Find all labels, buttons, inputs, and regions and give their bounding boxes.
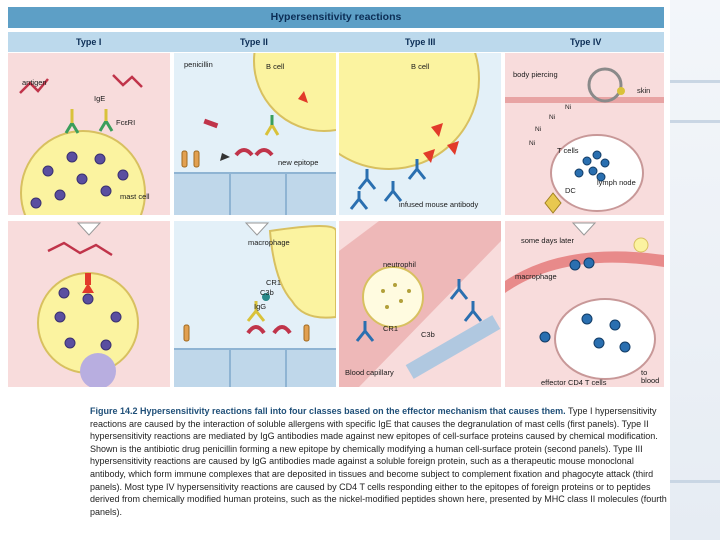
panel-type3-top-illustration — [339, 53, 480, 210]
label-igg: IgG — [254, 302, 267, 311]
label-t-cells: T cells — [557, 146, 579, 155]
label-b-cell-type2: B cell — [266, 62, 285, 71]
label-ni-3: Ni — [535, 126, 542, 133]
type-header-4: Type IV — [570, 37, 602, 47]
figure-caption: Figure 14.2 Hypersensitivity reactions f… — [90, 405, 670, 518]
slide-decoration — [670, 0, 720, 540]
label-cr1-type3: CR1 — [383, 324, 399, 333]
panel-type4-top-illustration — [505, 67, 664, 214]
label-ni-1: Ni — [565, 104, 572, 111]
panel-type1-effector — [8, 221, 170, 387]
deco-stripe — [670, 120, 720, 123]
panel-type4-bottom-illustration — [505, 222, 664, 380]
deco-stripe — [670, 80, 720, 83]
figure-hypersensitivity: Hypersensitivity reactions Type I Type I… — [8, 7, 664, 387]
label-body-piercing: body piercing — [513, 70, 558, 79]
panel-type1-top-illustration — [19, 74, 146, 215]
panel-type2-sensitization: penicillin B cell new epitope — [174, 53, 336, 215]
label-cr1-type2: CR1 — [266, 278, 282, 287]
panel-type3-bottom-illustration — [339, 221, 501, 387]
label-blood-capillary: Blood capillary — [345, 368, 394, 377]
label-lymph-node: lymph node — [597, 178, 636, 187]
caption-lead: Figure 14.2 Hypersensitivity reactions f… — [90, 406, 566, 416]
label-to-blood: to blood — [641, 368, 660, 386]
figure-title: Hypersensitivity reactions — [270, 11, 402, 23]
type-header-bar: Type I Type II Type III Type IV — [8, 32, 664, 52]
panel-type1-sensitization: antigen IgE FcεRI mast cell — [8, 53, 170, 215]
panel-type4-effector: some days later macrophage effector CD4 … — [505, 221, 664, 387]
label-macrophage-type4: macrophage — [515, 272, 557, 281]
deco-stripe — [670, 480, 720, 483]
label-new-epitope: new epitope — [278, 158, 319, 167]
label-ige: IgE — [94, 94, 106, 103]
label-c3b-type2: C3b — [260, 288, 274, 297]
label-some-days-later: some days later — [521, 236, 574, 245]
label-penicillin: penicillin — [184, 60, 213, 69]
label-infused-mouse-antibody: infused mouse antibody — [399, 200, 479, 209]
type-header-3: Type III — [405, 37, 436, 47]
panel-type2-bottom-illustration — [174, 222, 336, 387]
label-ni-4: Ni — [529, 140, 536, 147]
panel-type2-top-illustration — [174, 53, 336, 215]
label-skin: skin — [637, 86, 651, 95]
label-effector-cd4-t-cells: effector CD4 T cells — [541, 378, 607, 387]
label-antigen: antigen — [22, 78, 47, 87]
panel-type1-bottom-illustration — [37, 222, 139, 387]
label-macrophage-type2: macrophage — [248, 238, 290, 247]
type-header-1: Type I — [76, 37, 102, 47]
panel-type2-effector: macrophage CR1 C3b IgG — [174, 221, 336, 387]
caption-body: Type I hypersensitivity reactions are ca… — [90, 406, 667, 517]
panel-type3-sensitization: B cell infused mouse antibody — [339, 53, 501, 215]
label-c3b-type3: C3b — [421, 330, 435, 339]
label-neutrophil: neutrophil — [383, 260, 416, 269]
panel-type3-effector: neutrophil CR1 C3b Blood capillary — [339, 221, 501, 387]
label-fceri: FcεRI — [116, 118, 136, 127]
label-b-cell-type3: B cell — [411, 62, 430, 71]
label-mast-cell: mast cell — [120, 192, 150, 201]
panel-type4-sensitization: body piercing skin Ni Ni Ni Ni T cells D… — [505, 53, 664, 215]
type-header-2: Type II — [240, 37, 268, 47]
figure-title-bar: Hypersensitivity reactions — [8, 7, 664, 30]
label-ni-2: Ni — [549, 114, 556, 121]
label-dc: DC — [565, 186, 576, 195]
